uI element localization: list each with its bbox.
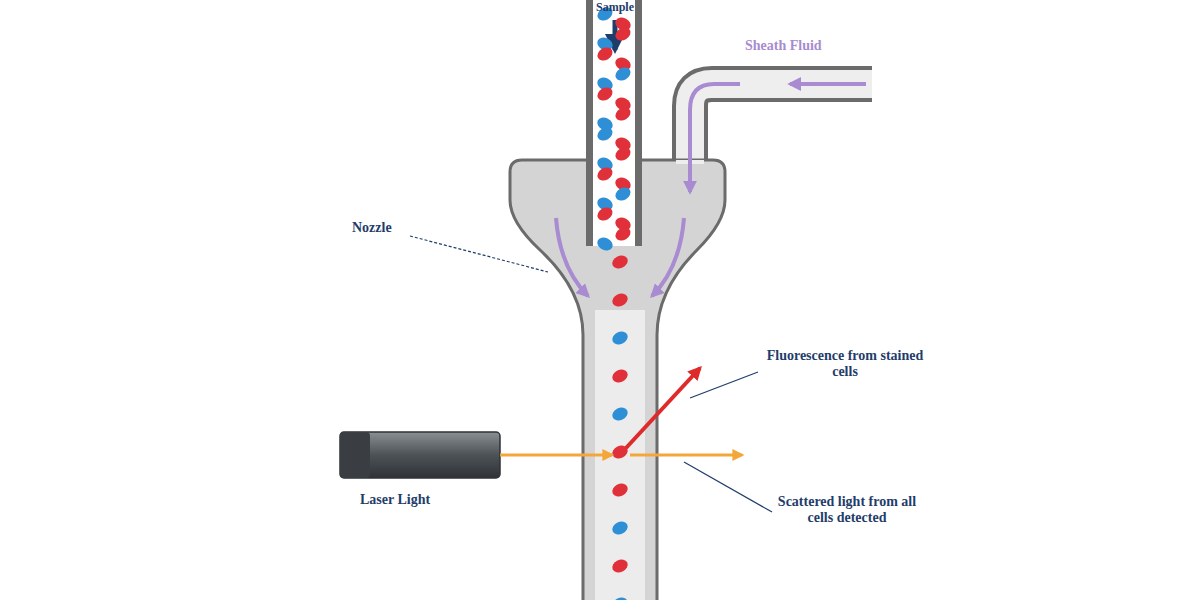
cell xyxy=(613,225,633,243)
scatter-label: Scattered light from all cells detected xyxy=(772,494,922,526)
cell xyxy=(595,205,615,223)
flow-arrow xyxy=(556,218,588,296)
cell xyxy=(595,165,615,183)
cell xyxy=(610,557,630,575)
leader-line xyxy=(684,462,772,512)
cell xyxy=(610,405,630,423)
cell xyxy=(610,367,630,385)
cell xyxy=(610,595,630,600)
laser-body xyxy=(340,432,500,478)
sheath-arrow xyxy=(690,84,740,192)
cell xyxy=(613,185,633,203)
sheath-fluid-label: Sheath Fluid xyxy=(745,38,885,54)
sample-label: Sample xyxy=(575,1,655,15)
laser-cap xyxy=(340,432,370,478)
cell xyxy=(613,145,633,163)
scattered-beam xyxy=(630,454,742,457)
cell xyxy=(610,253,630,271)
leader-line xyxy=(410,236,548,272)
cell xyxy=(610,329,630,347)
flow-arrow xyxy=(652,218,684,296)
cell xyxy=(610,291,630,309)
cell xyxy=(610,481,630,499)
leader-line xyxy=(690,372,758,398)
laser-label: Laser Light xyxy=(360,492,470,508)
fluorescence-label: Fluorescence from stained cells xyxy=(760,348,930,380)
cell xyxy=(613,25,633,43)
cell xyxy=(595,85,615,103)
cell xyxy=(613,105,633,123)
cells xyxy=(595,5,633,600)
sample-tube-inner xyxy=(593,0,635,246)
nozzle-body xyxy=(510,160,725,600)
sheath-arrow xyxy=(790,82,866,86)
nozzle-label: Nozzle xyxy=(352,220,432,236)
fluorescence-arrow xyxy=(626,368,700,448)
cell xyxy=(595,125,615,143)
sample-tube-wall xyxy=(586,0,642,246)
cell xyxy=(595,235,615,253)
cell xyxy=(610,519,630,537)
cell xyxy=(595,45,615,63)
laser-beam xyxy=(500,454,612,457)
cell xyxy=(613,65,633,83)
